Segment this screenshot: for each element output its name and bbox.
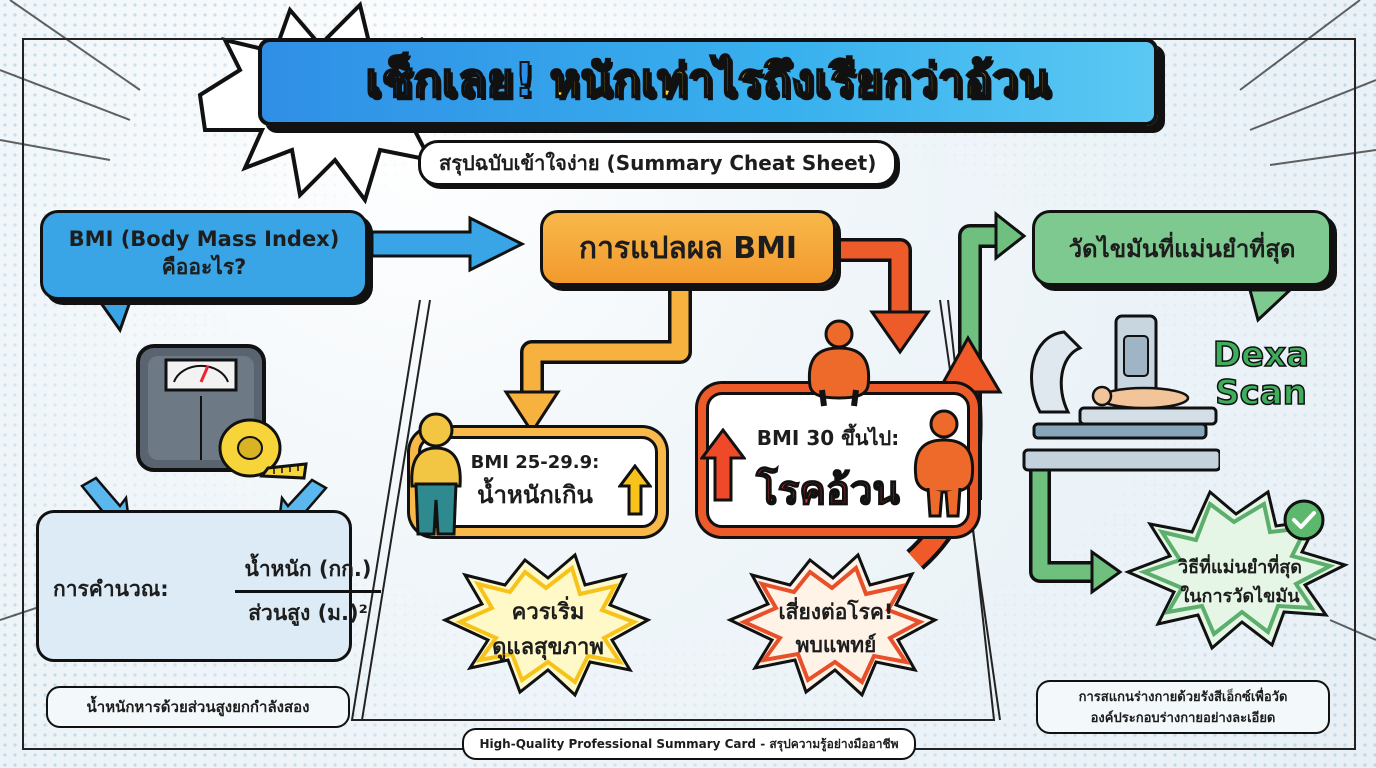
- dexa-label-line2: Scan: [1214, 373, 1307, 413]
- arrow-to-interpretation: [370, 215, 526, 273]
- title-part1: เช็กเลย!: [364, 52, 536, 108]
- title-part2: หนักเท่าไรถึงเรียกว่าอ้วน: [549, 52, 1051, 108]
- checkmark-icon: [1283, 499, 1325, 541]
- obese-advice-line2: พบแพทย์: [795, 633, 877, 657]
- dexa-note-line1: การสแกนร่างกายด้วยรังสีเอ็กซ์เพื่อวัด: [1078, 690, 1288, 705]
- obese-range: BMI 30 ขึ้นไป:: [756, 426, 900, 450]
- dexa-scanner-icon: [1022, 314, 1220, 472]
- obese-label: โรคอ้วน: [755, 467, 900, 515]
- bmi-question-line1: BMI (Body Mass Index): [68, 226, 340, 251]
- overweight-range: BMI 25-29.9:: [470, 452, 600, 473]
- up-arrow-icon: [700, 428, 746, 502]
- overweight-advice-line1: ควรเริ่ม: [511, 600, 585, 625]
- title-banner: เช็กเลย! หนักเท่าไรถึงเรียกว่าอ้วน: [258, 38, 1158, 130]
- person-icon: [807, 319, 871, 407]
- overweight-advice-line2: ดูแลสุขภาพ: [492, 635, 604, 660]
- formula-note: น้ำหนักหารด้วยส่วนสูงยกกำลังสอง: [46, 686, 350, 728]
- dexa-note-line2: องค์ประกอบร่างกายอย่างละเอียด: [1090, 711, 1276, 726]
- dexa-label-line1: Dexa: [1212, 335, 1310, 375]
- bmi-formula-box: การคำนวณ: น้ำหนัก (กก.) ส่วนสูง (ม.)²: [36, 510, 381, 662]
- person-icon: [410, 412, 462, 536]
- formula-numerator: น้ำหนัก (กก.): [235, 553, 381, 593]
- bmi-fraction: น้ำหนัก (กก.) ส่วนสูง (ม.)²: [235, 553, 381, 630]
- formula-denominator: ส่วนสูง (ม.)²: [248, 601, 368, 625]
- dexa-note: การสแกนร่างกายด้วยรังสีเอ็กซ์เพื่อวัด อง…: [1036, 680, 1330, 734]
- bmi-interpretation-heading: การแปลผล BMI: [540, 210, 836, 286]
- method-line1: วิธีที่แม่นยำที่สุด: [1178, 557, 1302, 578]
- measuring-tape-icon: [218, 418, 308, 480]
- bmi-question-bubble: BMI (Body Mass Index) คืออะไร?: [40, 210, 368, 300]
- up-arrow-icon: [618, 464, 652, 516]
- footer-caption: High-Quality Professional Summary Card -…: [462, 728, 916, 760]
- method-line2: ในการวัดไขมัน: [1180, 586, 1300, 607]
- arrow-to-obese: [838, 238, 931, 355]
- bmi-question-line2: คืออะไร?: [161, 254, 247, 279]
- accurate-fat-heading: วัดไขมันที่แม่นยำที่สุด: [1032, 210, 1332, 286]
- overweight-label: น้ำหนักเกิน: [477, 481, 593, 509]
- person-icon: [913, 409, 975, 518]
- calculation-label: การคำนวณ:: [53, 577, 169, 601]
- arrow-to-method: [1029, 470, 1123, 595]
- subtitle: สรุปฉบับเข้าใจง่าย (Summary Cheat Sheet): [418, 140, 898, 186]
- arrow-to-overweight: [503, 290, 692, 435]
- obese-advice-line1: เสี่ยงต่อโรค!: [778, 600, 894, 624]
- title-box: [258, 38, 1158, 126]
